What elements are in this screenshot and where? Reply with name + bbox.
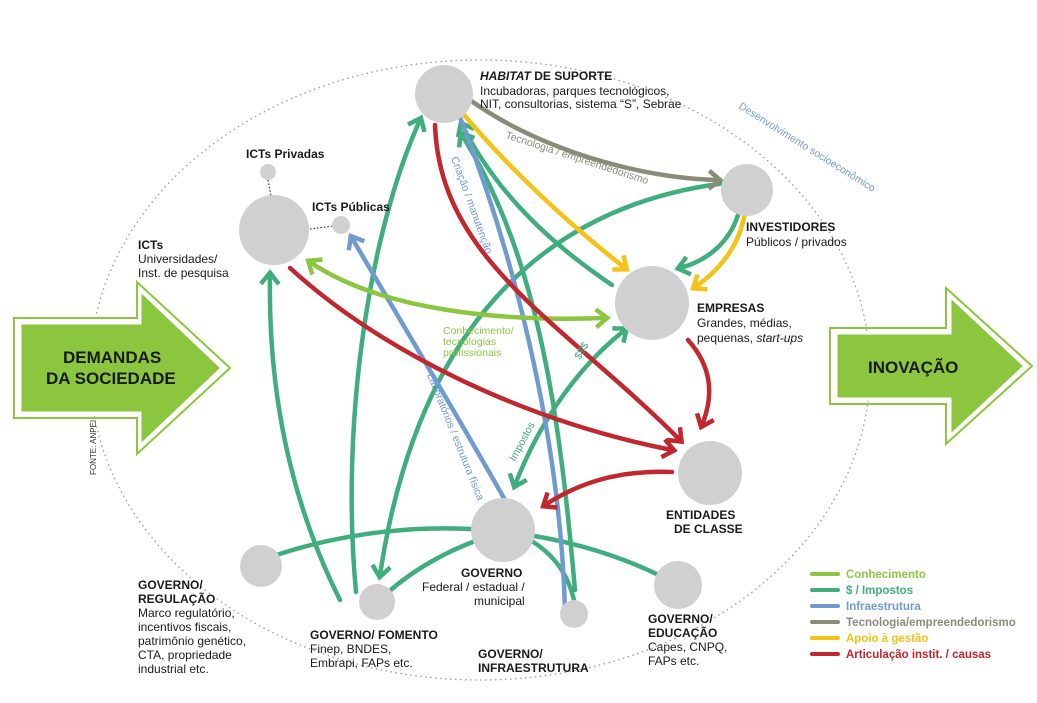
demandas-arrow: DEMANDAS DA SOCIEDADE — [13, 279, 232, 457]
node-investidores — [721, 164, 773, 216]
icts-line-1: Universidades/ — [138, 252, 218, 266]
node-gov-educacao — [654, 561, 702, 609]
gov-regulacao-line-5: industrial etc. — [138, 662, 209, 676]
gov-fomento-title: GOVERNO/ FOMENTO — [310, 628, 438, 642]
empresas-line-2: pequenas, start-ups — [697, 331, 803, 345]
dotted-link-icts-privadas — [267, 179, 272, 197]
gov-regulacao-line-1: Marco regulatório, — [138, 606, 235, 620]
empresas-line-2-italic: start-ups — [756, 331, 803, 345]
gov-educacao-line-1: Capes, CNPQ, — [648, 640, 727, 654]
governo-line-2: municipal — [474, 594, 525, 608]
arrow-investidores-to-empresas-yellow — [690, 209, 748, 292]
gov-infra-title-2: INFRAESTRUTURA — [478, 661, 589, 675]
gov-regulacao-title-2: REGULAÇÃO — [138, 591, 215, 606]
arrow-infra-to-habitat — [456, 130, 578, 593]
node-gov-regulacao — [240, 545, 282, 587]
arrow-entidades-to-governo — [540, 469, 675, 510]
arrow-icts-empresas — [305, 257, 611, 330]
inovacao-arrow: INOVAÇÃO — [829, 285, 1034, 447]
demandas-label-1: DEMANDAS — [63, 348, 161, 367]
gov-regulacao-line-2: incentivos fiscais, — [138, 620, 231, 634]
arrow-icts-to-entidades — [287, 265, 678, 460]
arrow-infra-to-habitat-blue — [447, 99, 568, 613]
arrow-governo-empresas — [507, 326, 630, 491]
habitat-line-2: NIT, consultorias, sistema “S”, Sebrae — [480, 97, 682, 111]
legend-label: Apoio à gestão — [846, 633, 928, 645]
edge-label-laboratorios: Laboratórios / estrutura física — [424, 372, 486, 503]
arrow-governo-to-icts-publicas — [346, 232, 508, 503]
arrow-empresas-to-entidades — [685, 337, 715, 431]
node-icts — [239, 195, 309, 265]
node-governo — [471, 498, 535, 562]
gov-fomento-line-1: Finep, BNDES, — [310, 642, 391, 656]
empresas-title: EMPRESAS — [697, 301, 764, 315]
entidades-line-1: ENTIDADES — [666, 508, 735, 522]
governo-line-1: Federal / estadual / — [422, 580, 525, 594]
legend-label: Tecnologia/empreendedorismo — [846, 617, 1016, 629]
gov-educacao-title-1: GOVERNO/ — [648, 612, 713, 626]
gov-infra-title-1: GOVERNO/ — [478, 647, 543, 661]
entidades-line-2: DE CLASSE — [674, 522, 743, 536]
legend-label: $ / Impostos — [846, 585, 913, 597]
source-note: FONTE: ANPEI — [89, 420, 98, 475]
inovacao-label: INOVAÇÃO — [868, 357, 958, 377]
gov-educacao-line-2: FAPs etc. — [648, 654, 699, 668]
arrow-habitat-to-entidades — [432, 122, 685, 445]
habitat-title-rest: DE SUPORTE — [531, 69, 612, 83]
node-icts-publicas — [332, 216, 350, 234]
legend-label: Infraestrutura — [846, 601, 921, 613]
gov-regulacao-title-1: GOVERNO/ — [138, 578, 203, 592]
line-governo-infra — [527, 537, 577, 603]
node-habitat — [415, 65, 473, 123]
arrow-habitat-to-investidores — [467, 97, 724, 191]
arrow-reg-to-icts — [259, 269, 343, 603]
investidores-line-1: Públicos / privados — [746, 235, 847, 249]
gov-regulacao-line-3: patrimônio genético, — [138, 634, 246, 648]
edge-label-conhecimento-3: profissionais — [443, 347, 501, 359]
icts-publicas-title: ICTs Públicas — [312, 200, 390, 214]
empresas-line-1: Grandes, médias, — [697, 316, 792, 330]
node-gov-fomento — [359, 584, 395, 620]
node-empresas — [615, 266, 689, 340]
node-entidades — [678, 441, 742, 505]
governo-title: GOVERNO — [461, 566, 522, 580]
node-icts-privadas — [260, 164, 276, 180]
node-gov-infra — [560, 600, 588, 628]
gov-fomento-line-2: Embrapi, FAPs etc. — [310, 656, 413, 670]
investidores-title: INVESTIDORES — [746, 220, 835, 234]
arrow-fomento-to-habitat — [349, 114, 427, 595]
edge-label-conhecimento-1: Conhecimento/ — [443, 325, 514, 337]
habitat-title-italic: HABITAT — [480, 69, 533, 83]
habitat-title: HABITAT DE SUPORTE — [480, 69, 612, 83]
dotted-link-icts-publicas — [309, 225, 334, 230]
icts-title: ICTs — [138, 238, 163, 252]
legend: Conhecimento $ / ImpostosInfraestruturaTe… — [810, 569, 1016, 661]
edge-label-conhecimento-2: tecnologias — [443, 336, 496, 348]
empresas-line-2-prefix: pequenas, — [697, 331, 756, 345]
icts-privadas-title: ICTs Privadas — [246, 147, 325, 161]
icts-line-2: Inst. de pesquisa — [138, 266, 229, 280]
arrow-investidores-to-empresas — [674, 212, 741, 277]
arrow-habitat-to-empresas-yellow — [457, 107, 630, 272]
legend-label: Conhecimento — [846, 569, 926, 581]
gov-regulacao-line-4: CTA, propriedade — [138, 648, 232, 662]
demandas-label-2: DA SOCIEDADE — [46, 369, 176, 388]
habitat-line-1: Incubadoras, parques tecnológicos, — [480, 84, 669, 98]
gov-educacao-title-2: EDUCAÇÃO — [648, 625, 717, 640]
legend-label: Articulação instit. / causas — [846, 649, 991, 661]
